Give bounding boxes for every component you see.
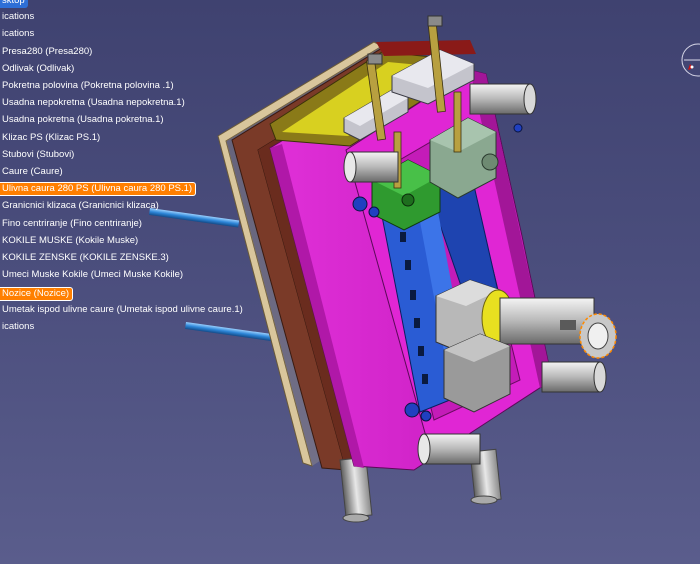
bolt-heads bbox=[352, 123, 523, 422]
tree-node-presa280[interactable]: Presa280 (Presa280) bbox=[2, 46, 93, 57]
top-plate-dark-red bbox=[376, 40, 476, 56]
gray-slider-block bbox=[429, 117, 499, 199]
tree-node-applications-1[interactable]: ications bbox=[2, 11, 35, 22]
lower-gray-block bbox=[443, 333, 511, 413]
foot-cylinder-left bbox=[339, 456, 373, 523]
compass-icon[interactable] bbox=[662, 40, 700, 82]
tree-node-stubovi[interactable]: Stubovi (Stubovi) bbox=[2, 149, 75, 160]
threaded-rod-left bbox=[366, 53, 386, 141]
guide-pin-lower-right bbox=[541, 361, 607, 393]
tree-node-pokretna-polovina[interactable]: Pokretna polovina (Pokretna polovina .1) bbox=[2, 80, 174, 91]
tree-node-kokile-muske[interactable]: KOKILE MUSKE (Kokile Muske) bbox=[2, 235, 139, 246]
tree-node-umetak-ispod-ulivne-caure[interactable]: Umetak ispod ulivne caure (Umetak ispod … bbox=[2, 304, 243, 315]
guide-rod-left-lower bbox=[185, 322, 276, 342]
guide-pin-left bbox=[343, 151, 399, 183]
guide-pin-lower-left bbox=[417, 433, 481, 465]
tree-node-klizac-ps[interactable]: Klizac PS (Klizac PS.1) bbox=[2, 132, 101, 143]
tree-node-odlivak[interactable]: Odlivak (Odlivak) bbox=[2, 63, 75, 74]
tree-node-usadna-pokretna[interactable]: Usadna pokretna (Usadna pokretna.1) bbox=[2, 114, 164, 125]
tree-node-fino-centriranje[interactable]: Fino centriranje (Fino centriranje) bbox=[2, 218, 142, 229]
tree-node-ulivna-caura[interactable]: Ulivna caura 280 PS (Ulivna caura 280 PS… bbox=[0, 182, 197, 196]
guide-pin-upper-right bbox=[469, 83, 537, 115]
tree-node-umeci-muske-kokile[interactable]: Umeci Muske Kokile (Umeci Muske Kokile) bbox=[2, 269, 184, 280]
tree-node-usadna-nepokretna[interactable]: Usadna nepokretna (Usadna nepokretna.1) bbox=[2, 97, 185, 108]
tree-node-applications-2[interactable]: ications bbox=[2, 28, 35, 39]
tree-node-caure[interactable]: Caure (Caure) bbox=[2, 166, 63, 177]
threaded-rod-right bbox=[427, 15, 446, 113]
tree-node-applications-3[interactable]: ications bbox=[2, 321, 35, 332]
back-plate-beige bbox=[217, 41, 384, 467]
guide-rod-left-upper bbox=[149, 208, 240, 228]
tree-node-nozice[interactable]: Nozice (Nozice) bbox=[0, 287, 74, 301]
tree-node-root[interactable]: sktop bbox=[0, 0, 28, 8]
rail-slots bbox=[400, 232, 428, 384]
tree-node-kokile-zenske[interactable]: KOKILE ZENSKE (KOKILE ZENSKE.3) bbox=[2, 252, 169, 263]
tree-node-granicnici-klizaca[interactable]: Granicnici klizaca (Granicnici klizaca) bbox=[2, 200, 159, 211]
specification-tree: sktop ications ications Presa280 (Presa2… bbox=[0, 0, 330, 350]
mold-plate-fixed-edge bbox=[270, 144, 364, 468]
